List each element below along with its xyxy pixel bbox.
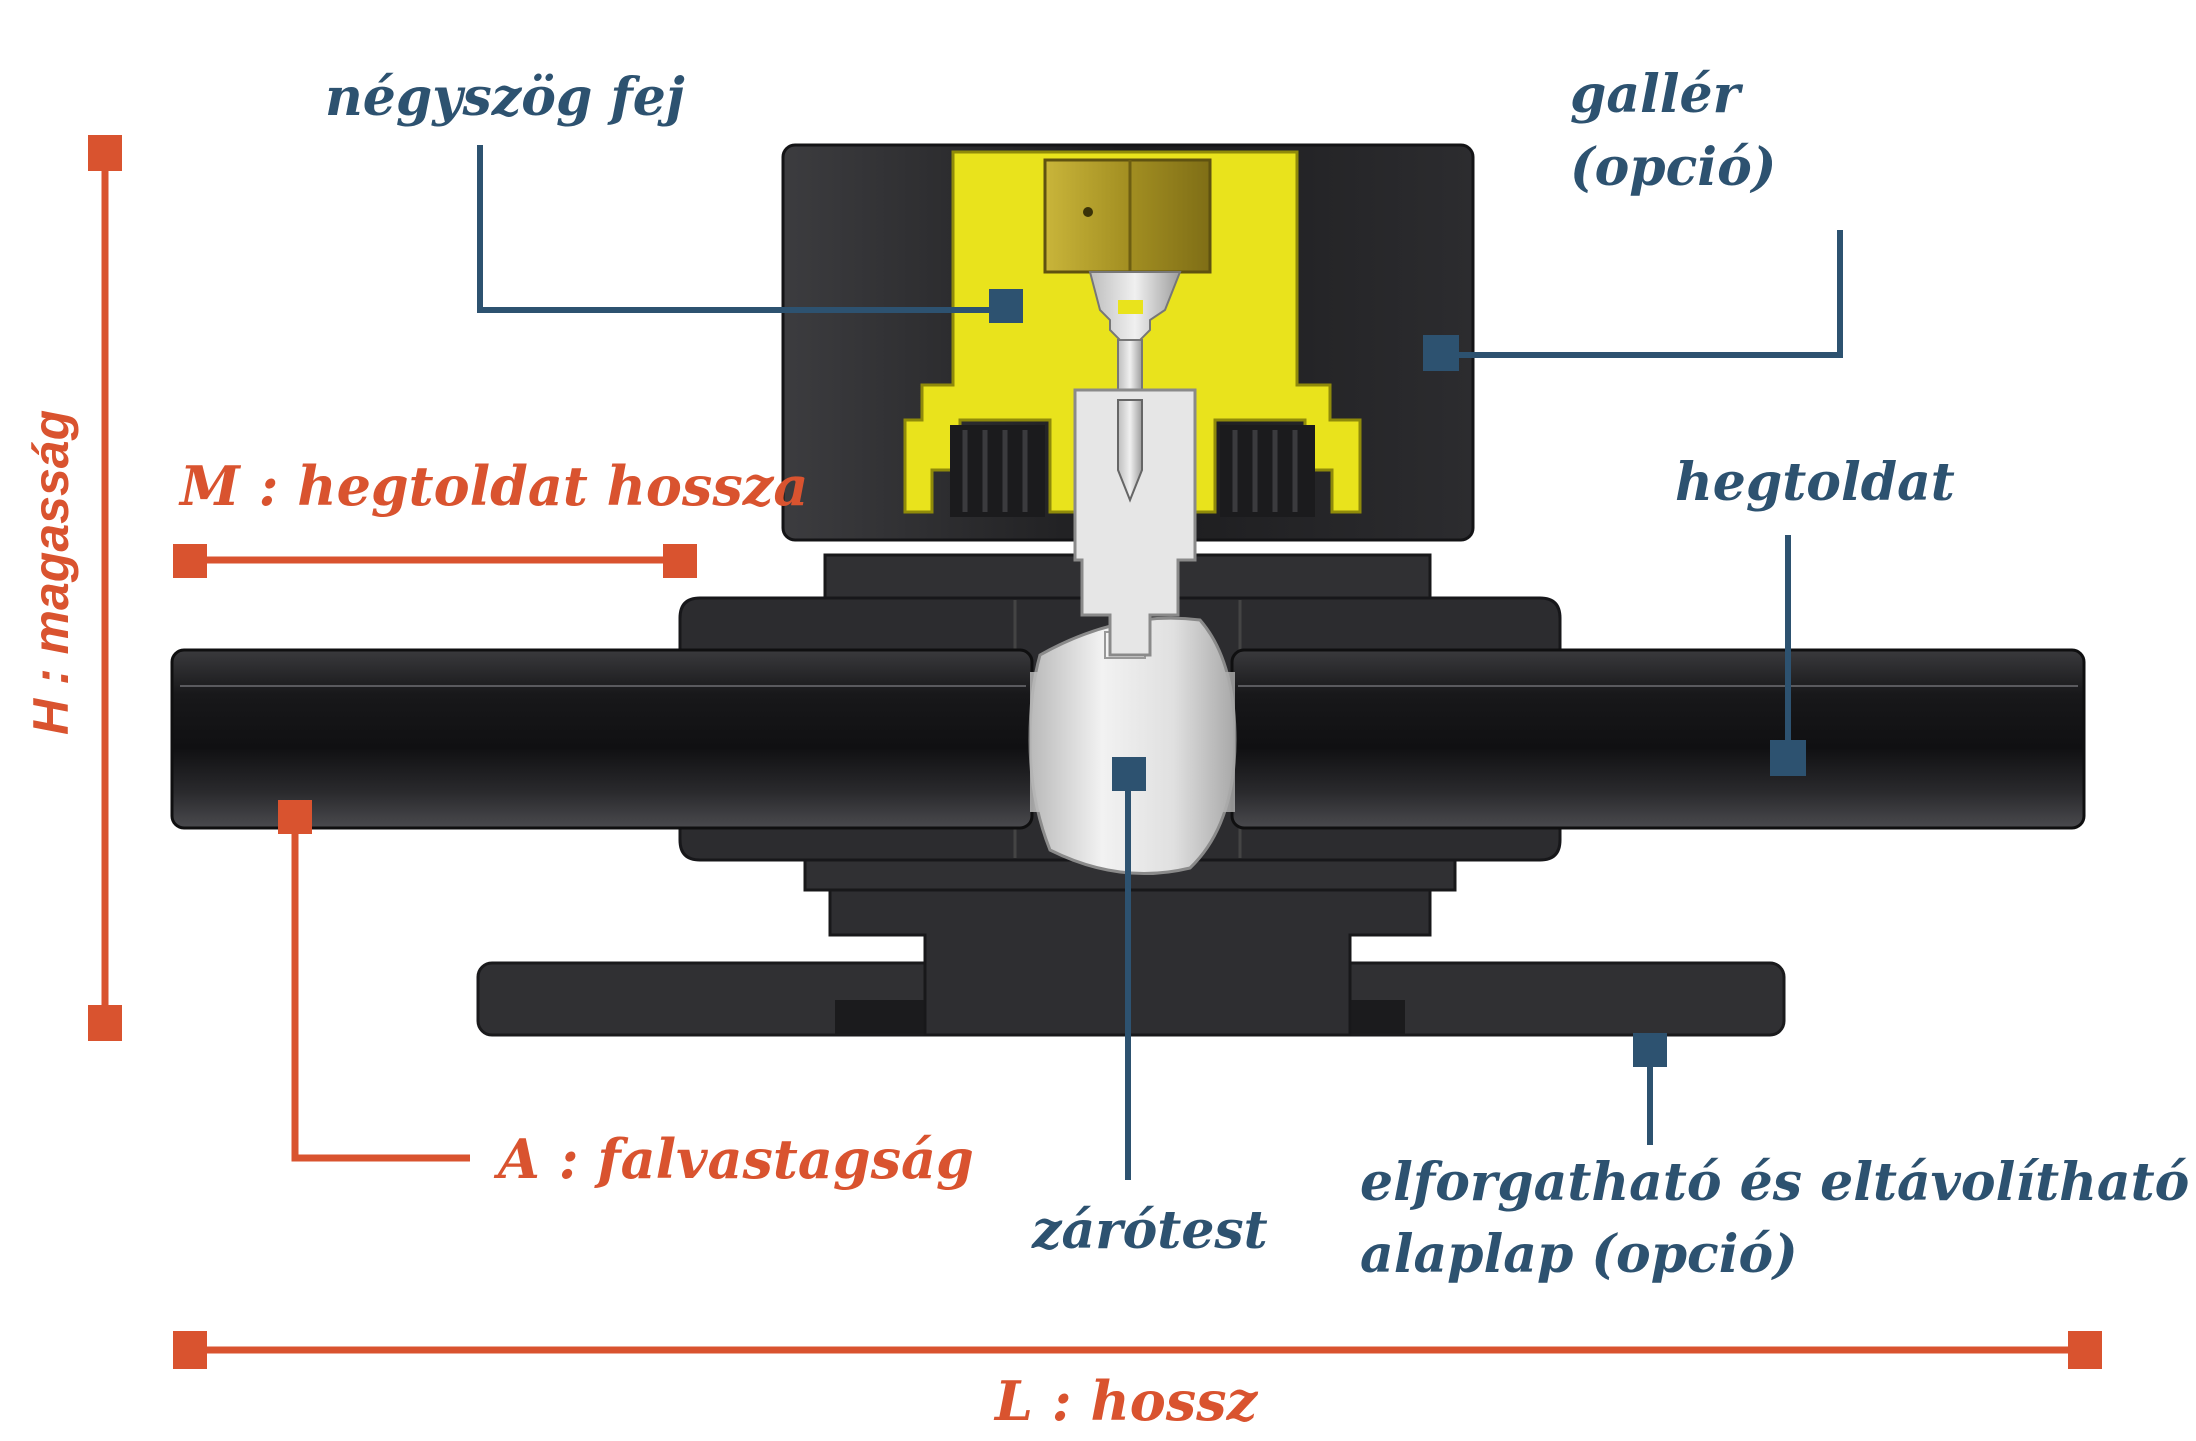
label-closing-body: zárótest — [1031, 1200, 1268, 1261]
dim-wall-thickness — [291, 818, 470, 1162]
stem-socket — [1073, 388, 1197, 657]
brass-nut — [1043, 158, 1212, 274]
label-collar-line2: (opció) — [1570, 137, 1776, 198]
label-base-plate-line1: elforgatható és eltávolítható — [1360, 1152, 2189, 1213]
dimension-markers — [88, 135, 2102, 1369]
leader-collar — [1440, 230, 1843, 358]
label-height: H : magasság — [23, 410, 79, 735]
dimension-lines — [101, 150, 2085, 1354]
label-length: L : hossz — [993, 1369, 1259, 1433]
leader-square-head — [477, 145, 1010, 313]
label-weld-extension: hegtoldat — [1675, 452, 1955, 513]
label-base-plate-line2: alaplap (opció) — [1360, 1224, 1798, 1285]
label-wall-thickness: A : falvastagság — [493, 1127, 974, 1191]
label-collar-line1: gallér — [1570, 64, 1744, 125]
leader-markers — [989, 289, 1806, 1067]
leader-lines — [477, 145, 1843, 1180]
label-extension-length: M : hegtoldat hossza — [178, 454, 808, 518]
pipe-right — [1230, 648, 2086, 830]
label-square-head: négyszög fej — [325, 67, 685, 128]
